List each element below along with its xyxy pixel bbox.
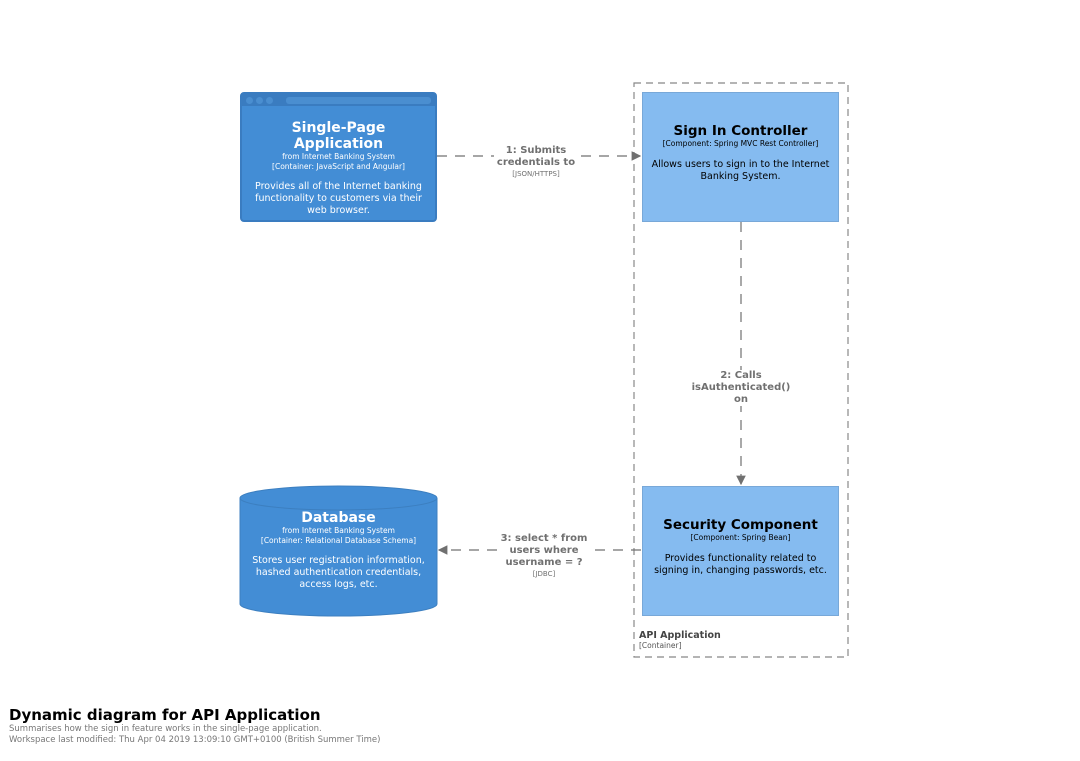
- edge-2-label: 2: Calls isAuthenticated() on: [691, 370, 791, 406]
- spa-container[interactable]: Single-Page Application from Internet Ba…: [240, 92, 437, 222]
- security-description: Provides functionality related to signin…: [654, 553, 827, 576]
- spa-description: Provides all of the Internet banking fun…: [255, 181, 422, 216]
- boundary-type: [Container]: [639, 641, 682, 650]
- database-title: Database: [301, 510, 376, 526]
- spa-title: Single-Page Application: [291, 120, 386, 152]
- sign-in-controller[interactable]: Sign In Controller [Component: Spring MV…: [642, 92, 839, 222]
- browser-dot-icon: [266, 97, 273, 104]
- database-container[interactable]: Database from Internet Banking System [C…: [240, 510, 437, 610]
- edge-1-label: 1: Submits credentials to [JSON/HTTPS]: [494, 145, 578, 179]
- spa-tech: [Container: JavaScript and Angular]: [272, 162, 405, 171]
- signin-description: Allows users to sign in to the Internet …: [651, 159, 830, 182]
- signin-tech: [Component: Spring MVC Rest Controller]: [662, 139, 819, 148]
- security-title: Security Component: [663, 517, 818, 533]
- spa-from: from Internet Banking System: [282, 152, 395, 161]
- database-from: from Internet Banking System: [282, 526, 395, 535]
- signin-title: Sign In Controller: [673, 123, 808, 139]
- edge-3-tech: [JDBC]: [532, 570, 556, 578]
- database-description: Stores user registration information, ha…: [252, 555, 425, 590]
- edge-2-text: 2: Calls isAuthenticated() on: [691, 370, 791, 405]
- browser-bar: [242, 94, 435, 106]
- browser-dot-icon: [246, 97, 253, 104]
- database-cylinder: [239, 485, 438, 617]
- edge-1-text: 1: Submits credentials to: [496, 145, 576, 168]
- diagram-footer: Dynamic diagram for API Application Summ…: [9, 706, 380, 746]
- edge-3-label: 3: select * from users where username = …: [500, 533, 588, 579]
- diagram-modified: Workspace last modified: Thu Apr 04 2019…: [9, 735, 381, 745]
- edge-3-text: 3: select * from users where username = …: [500, 533, 588, 568]
- browser-dot-icon: [256, 97, 263, 104]
- diagram-description: Summarises how the sign in feature works…: [9, 724, 322, 734]
- diagram-title: Dynamic diagram for API Application: [9, 706, 321, 724]
- browser-address-bar: [286, 97, 431, 104]
- boundary-label: API Application [Container]: [639, 630, 721, 650]
- boundary-title: API Application: [639, 630, 721, 641]
- security-component[interactable]: Security Component [Component: Spring Be…: [642, 486, 839, 616]
- edge-1-tech: [JSON/HTTPS]: [512, 170, 560, 178]
- database-tech: [Container: Relational Database Schema]: [260, 536, 417, 545]
- security-tech: [Component: Spring Bean]: [690, 533, 791, 542]
- api-application-boundary: [633, 82, 849, 658]
